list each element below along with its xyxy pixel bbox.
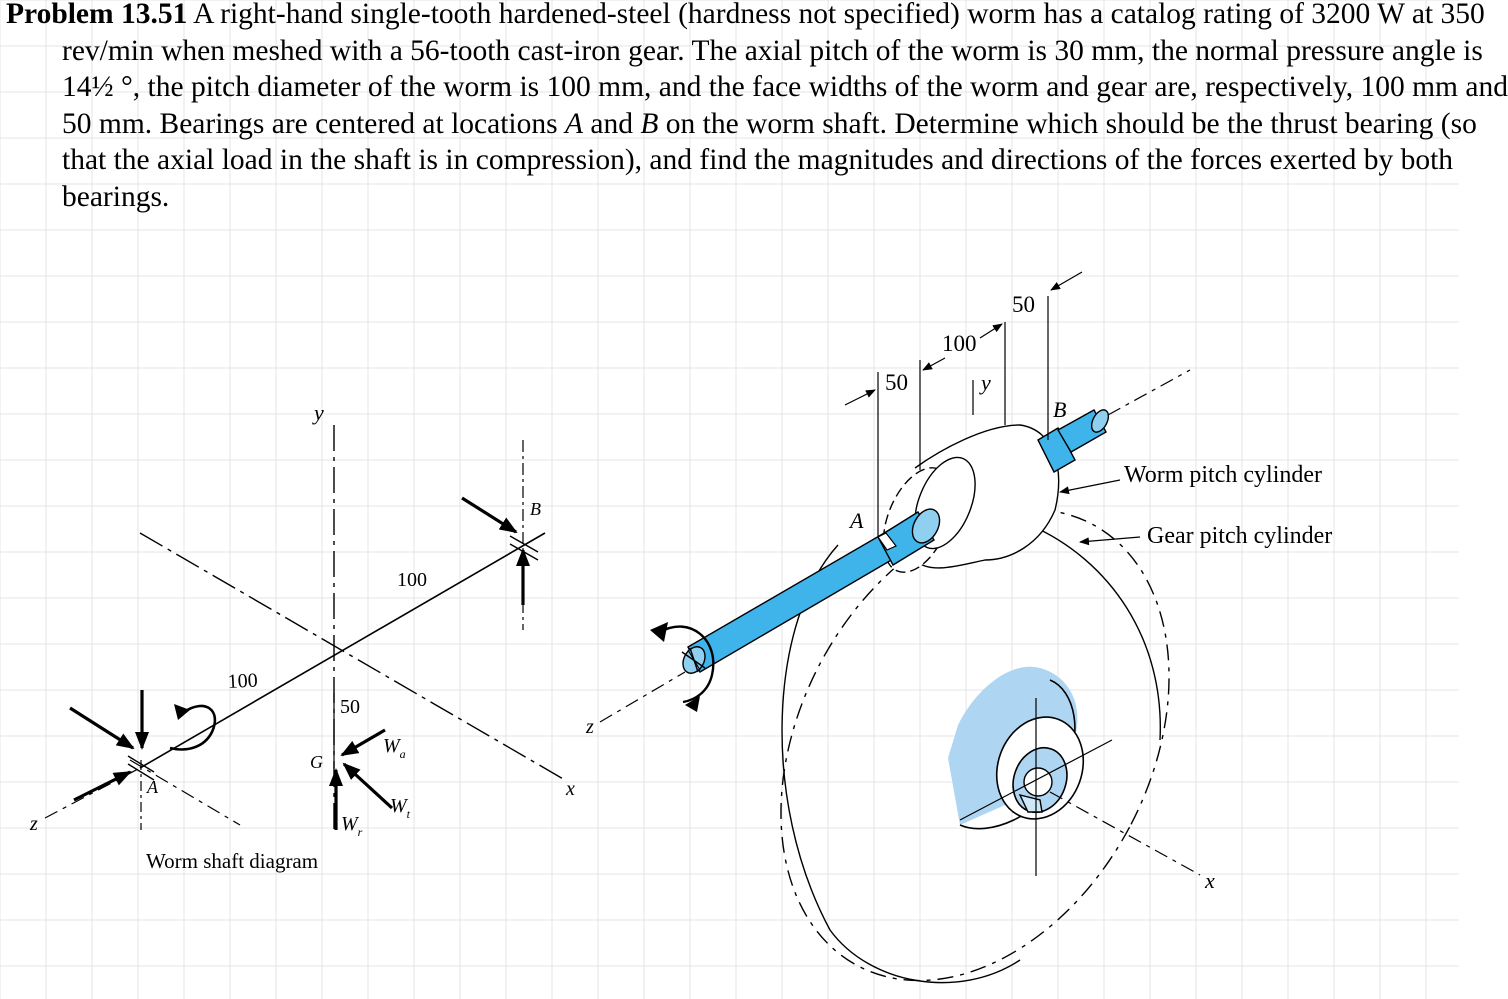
- left-x-tail: [129, 759, 241, 826]
- gear-outer-edge: [781, 544, 1021, 984]
- left-z-label: z: [29, 813, 38, 835]
- right-shaft-axis-ext: [1107, 369, 1191, 416]
- gear-pitch-leader: [1079, 536, 1141, 546]
- dim-arrow-right-50: [1050, 271, 1083, 291]
- worm-pitch-leader: [1059, 479, 1121, 495]
- worm-shaft-caption: Worm shaft diagram: [146, 849, 318, 873]
- left-z-axis: [44, 767, 141, 819]
- right-y-label: y: [979, 370, 991, 395]
- left-x-axis: [139, 532, 566, 781]
- worm-gear-assembly: [599, 271, 1201, 984]
- dim-right-50: 50: [1012, 292, 1035, 317]
- worm-shaft-labels: y x z A B G 100 100 50 Wa Wt Wr Worm sha…: [29, 400, 575, 873]
- dim-100: 100: [942, 331, 977, 356]
- force-b-axial-arrow: [461, 496, 518, 534]
- left-y-label: y: [312, 400, 324, 425]
- worm-pitch-label: Worm pitch cylinder: [1124, 462, 1322, 488]
- problem-number: Problem 13.51: [6, 0, 188, 30]
- worm-shaft-diagram: [44, 425, 566, 830]
- force-wt-arrow: [342, 762, 394, 810]
- force-a-radial-arrow: [73, 770, 132, 802]
- force-a-axial-arrow: [69, 706, 135, 750]
- left-x-label: x: [565, 778, 575, 800]
- right-z-axis: [599, 671, 686, 723]
- dim-left-50: 50: [885, 370, 908, 395]
- rotation-arrow-right: [659, 625, 715, 704]
- left-point-a: A: [146, 777, 159, 797]
- gear-hub: [948, 666, 1113, 876]
- right-z-label: z: [585, 716, 594, 738]
- dim-arrow-100-a: [922, 357, 946, 371]
- dim-gb: 100: [397, 569, 427, 591]
- gear-pitch-cylinder: [780, 508, 1170, 982]
- force-wt-label: Wt: [390, 795, 411, 821]
- dim-arrow-100-b: [979, 323, 1003, 339]
- worm-gear-labels: 50 100 50 y A B z x Worm pitch cylinder …: [585, 292, 1332, 893]
- right-point-a: A: [848, 508, 864, 533]
- force-wa-label: Wa: [383, 735, 406, 761]
- worm-shaft-right: [1037, 409, 1110, 473]
- force-wa-arrow: [340, 728, 386, 757]
- dim-ag: 100: [227, 669, 258, 693]
- bearing-b-ref: B: [640, 107, 659, 140]
- bearing-a-ref: A: [564, 107, 583, 140]
- right-point-b: B: [1053, 397, 1066, 422]
- figure: y x z A B G 100 100 50 Wa Wt Wr Worm sha…: [29, 271, 1332, 984]
- problem-statement: Problem 13.51 A right-hand single-tooth …: [6, 0, 1508, 213]
- background-grid: [0, 0, 1459, 999]
- right-x-label: x: [1204, 868, 1215, 893]
- left-point-b: B: [530, 499, 541, 519]
- worm-shaft: [682, 508, 941, 674]
- force-wr-label: Wr: [341, 813, 363, 839]
- rotation-arrow-left: [169, 704, 217, 751]
- dim-arrow-left-50: [844, 389, 876, 406]
- right-x-axis: [1049, 791, 1201, 876]
- left-point-g: G: [310, 752, 323, 772]
- dim-g-offset: 50: [340, 696, 360, 718]
- left-shaft-axis: [139, 532, 546, 769]
- gear-pitch-label: Gear pitch cylinder: [1147, 523, 1332, 549]
